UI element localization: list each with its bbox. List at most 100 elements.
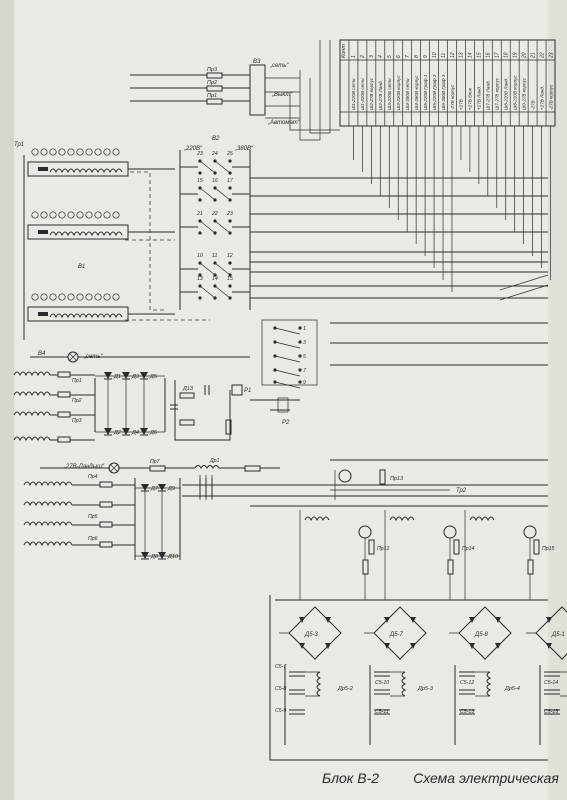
table-cell-circuit: Ш1-220В сети (351, 78, 356, 110)
table-cell-circuit: Ш4-380В корпус (414, 75, 419, 110)
ground-bus (269, 595, 548, 761)
b2-220-label: „220В“ (183, 146, 203, 152)
b2-label: В2 (212, 136, 220, 142)
table-cell-circuit: Ш2-27В корпус (369, 77, 374, 110)
table-cell-num: 5 (387, 55, 393, 58)
choke-dr5-4: Др5-4 (504, 686, 520, 692)
table-cell-num: 6 (396, 55, 402, 58)
relay-p1-label: Р1 (244, 388, 251, 394)
b2-rails (179, 150, 251, 310)
fuse-label-pr1: Пр1 (207, 93, 217, 99)
binding-edge (0, 0, 14, 800)
b2-contact-num: 23 (196, 151, 203, 157)
table-cell-num: 17 (495, 52, 501, 58)
cap-c5-12: С5-12 (460, 680, 474, 686)
diode-d6-label: Д6 (149, 430, 158, 436)
cap-c5-14: С5-14 (544, 680, 558, 686)
b2-contact-num: 22 (211, 211, 218, 217)
table-cell-num: 1 (351, 55, 357, 58)
diode-d2-label: Д2 (113, 430, 121, 436)
table-cell-circuit: Ш2-27В Ланд. (378, 80, 383, 110)
landysh-coil (23, 481, 73, 487)
fuse-label-pr3: Пр3 (207, 67, 218, 73)
table-cell-num: 12 (450, 52, 456, 58)
capacitor-c1 (170, 404, 178, 410)
relay-contact-num: 3 (303, 340, 306, 346)
rect1-coil (13, 371, 51, 377)
table-cell-circuit: Ш8-220В корпус (512, 75, 517, 110)
table-cell-num: 13 (459, 52, 465, 58)
relay-contact-num: 9 (303, 380, 306, 386)
right-edge-shadow (548, 0, 567, 800)
relay-contact-num: 7 (303, 368, 306, 374)
table-cell-circuit: +27В блок (468, 87, 473, 110)
b2-contact-num: 17 (227, 178, 234, 184)
choke-dr5-2: Др5-2 (337, 686, 353, 692)
table-cell-num: 9 (423, 55, 429, 58)
rect1-coil (13, 391, 51, 397)
table-cell-num: 23 (548, 52, 554, 59)
table-cell-circuit: +27В (459, 99, 464, 110)
choke-dr5-3: Др5-3 (417, 686, 434, 692)
b2-contact-num: 21 (196, 211, 203, 217)
cap-c5-11: С5-11 (375, 709, 389, 715)
landysh-fuse-pr7: Пр7 (150, 459, 161, 465)
cap-c5-9: С5-9 (275, 708, 286, 714)
landysh-fuse-pr4: Пр4 (88, 474, 98, 480)
network-lamp: В4 „сеть“ (30, 351, 250, 363)
landysh-label: „27В-Ландыш“ (63, 464, 105, 470)
table-cell-circuit: -27В (530, 100, 535, 110)
table-cell-num: 10 (432, 52, 438, 58)
filter-block (539, 665, 567, 745)
table-cell-num: 22 (539, 52, 545, 59)
diode-d9-label: Д9 (167, 486, 175, 492)
lamp-coil (304, 516, 330, 522)
resistor-r6 (179, 419, 195, 426)
bridge-label: Д5-3 (304, 632, 319, 638)
table-cell-circuit: Ш5-220В Граф 1 (423, 74, 428, 110)
tr1-winding (27, 148, 175, 177)
table-cell-circuit: Ш7-27В корпус (495, 77, 500, 110)
filter-block (454, 665, 492, 745)
table-cell-num: 15 (477, 52, 483, 58)
bridge-rectifier: Д5-8 (449, 606, 512, 660)
diode-d7-label: Д7 (150, 486, 159, 492)
switch-b3: В3 „сеть“ „Выкл.“ „Автомат“ Пр3 Пр2 Пр1 (130, 40, 340, 141)
table-cell-circuit: +27В Ланд. (477, 86, 482, 110)
relay-p2 (277, 397, 289, 413)
choke-dr1 (194, 465, 220, 469)
bridge-label: Д5-1 (551, 632, 565, 638)
lamp-fuse-label: Пр15 (542, 546, 555, 552)
winding-b1-label: В1 (78, 264, 85, 270)
table-cell-circuit: Ш3-220В корпус (396, 75, 401, 110)
b2-contact-num: 15 (227, 276, 233, 282)
filter-blocks: С5-7С5-8С5-9Др5-2С5-10С5-11Др5-3С5-12С5-… (275, 664, 567, 745)
caption-block: Блок В-2 (322, 770, 380, 786)
rect1-fuse-pr1: Пр1 (72, 378, 82, 384)
right-bus-wires (250, 177, 549, 507)
lamp-column: Пр12 (299, 510, 390, 600)
lamp-coil (389, 516, 415, 522)
b2-contact-num: 16 (212, 178, 218, 184)
table-cell-circuit: Ш6-380В Граф 3 (441, 74, 446, 110)
b4-label: В4 (38, 351, 46, 357)
table-cell-num: 14 (468, 52, 474, 58)
cap-c5-7: С5-7 (275, 664, 287, 670)
table-cell-num: 20 (521, 52, 527, 59)
tr1-winding (27, 211, 175, 240)
table-cell-num: 3 (369, 55, 375, 58)
choke-dr1-label: Др1 (209, 458, 220, 464)
table-cell-circuit: Ш3-220В сети (387, 78, 392, 110)
